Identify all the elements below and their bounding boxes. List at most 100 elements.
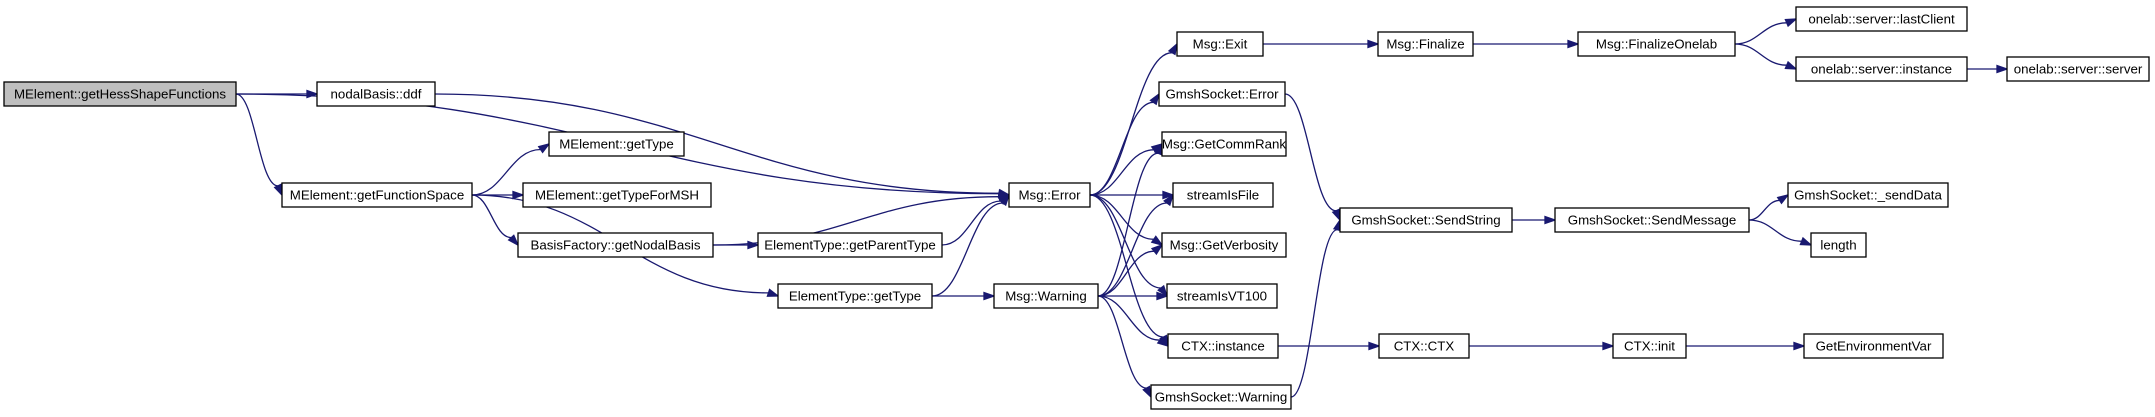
edge-getParentType-to-msgError xyxy=(941,193,1011,246)
edge-msgWarning-to-streamIsFile xyxy=(1097,193,1175,297)
node-label: Msg::Warning xyxy=(1005,289,1087,304)
node-sendData[interactable]: GmshSocket::_sendData xyxy=(1787,182,1949,208)
arrowhead-icon xyxy=(1167,42,1178,56)
edge-msgError-to-streamIsVT100 xyxy=(1089,194,1169,298)
node-getNodalBasis[interactable]: BasisFactory::getNodalBasis xyxy=(517,232,714,258)
node-label: MElement::getFunctionSpace xyxy=(290,188,464,203)
arrowhead-icon xyxy=(1996,64,2009,74)
node-ctxInstance[interactable]: CTX::instance xyxy=(1167,333,1279,359)
edge-line xyxy=(1734,43,1787,66)
node-length[interactable]: length xyxy=(1810,232,1867,258)
arrowhead-icon xyxy=(507,234,520,247)
node-box xyxy=(1795,56,1968,82)
arrowhead-icon xyxy=(1162,190,1175,200)
node-getVerbosity[interactable]: Msg::GetVerbosity xyxy=(1161,232,1287,258)
node-box xyxy=(1161,131,1287,157)
node-serverInstance[interactable]: onelab::server::instance xyxy=(1795,56,1968,82)
edge-msgWarning-to-streamIsVT100 xyxy=(1098,291,1169,301)
node-msgFinalize[interactable]: Msg::Finalize xyxy=(1377,31,1474,57)
node-label: streamIsFile xyxy=(1187,188,1259,203)
arrowhead-icon xyxy=(1156,291,1169,301)
node-getParentType[interactable]: ElementType::getParentType xyxy=(757,232,943,258)
node-label: length xyxy=(1820,238,1856,253)
node-getFunctionSpace[interactable]: MElement::getFunctionSpace xyxy=(281,182,473,208)
arrowhead-icon xyxy=(1142,385,1152,399)
node-box xyxy=(1339,207,1513,233)
node-ddf[interactable]: nodalBasis::ddf xyxy=(316,81,436,107)
arrowhead-icon xyxy=(1150,243,1164,256)
node-label: ElementType::getType xyxy=(789,289,921,304)
edge-line xyxy=(1089,101,1154,196)
node-gsWarning[interactable]: GmshSocket::Warning xyxy=(1150,384,1292,410)
edge-msgExit-to-msgFinalize xyxy=(1263,39,1380,49)
node-box xyxy=(1377,31,1474,57)
node-box xyxy=(1554,207,1750,233)
node-ctxInit[interactable]: CTX::init xyxy=(1612,333,1687,359)
edge-line xyxy=(1097,202,1168,297)
edge-msgWarning-to-ctxInstance xyxy=(1097,295,1170,348)
node-label: CTX::CTX xyxy=(1394,339,1455,354)
node-box xyxy=(1612,333,1687,359)
edge-msgError-to-streamIsFile xyxy=(1090,190,1175,200)
edge-line xyxy=(1097,295,1160,341)
arrowhead-icon xyxy=(1544,215,1557,225)
node-gsError[interactable]: GmshSocket::Error xyxy=(1158,81,1286,107)
node-getTypeForMSH[interactable]: MElement::getTypeForMSH xyxy=(522,182,712,208)
edge-msgError-to-getCommRank xyxy=(1089,142,1164,196)
node-label: Msg::Error xyxy=(1018,188,1081,203)
arrowhead-icon xyxy=(1784,60,1798,70)
node-box xyxy=(281,182,473,208)
node-finalizeOnelab[interactable]: Msg::FinalizeOnelab xyxy=(1577,31,1736,57)
node-etGetType[interactable]: ElementType::getType xyxy=(777,283,933,309)
node-label: Msg::GetVerbosity xyxy=(1170,238,1279,253)
arrowhead-icon xyxy=(1776,193,1790,205)
node-getHess[interactable]: MElement::getHessShapeFunctions xyxy=(3,81,237,107)
node-label: Msg::GetCommRank xyxy=(1162,137,1286,152)
node-sendMessage[interactable]: GmshSocket::SendMessage xyxy=(1554,207,1750,233)
node-getCommRank[interactable]: Msg::GetCommRank xyxy=(1161,131,1287,157)
node-label: Msg::Finalize xyxy=(1386,37,1464,52)
node-label: ElementType::getParentType xyxy=(764,238,935,253)
node-streamIsVT100[interactable]: streamIsVT100 xyxy=(1166,283,1278,309)
node-streamIsFile[interactable]: streamIsFile xyxy=(1172,182,1274,208)
node-label: GmshSocket::SendString xyxy=(1351,213,1500,228)
node-box xyxy=(1161,232,1287,258)
node-box xyxy=(1810,232,1867,258)
node-msgExit[interactable]: Msg::Exit xyxy=(1176,31,1264,57)
node-label: Msg::FinalizeOnelab xyxy=(1596,37,1717,52)
arrowhead-icon xyxy=(1602,341,1615,351)
edge-line xyxy=(235,93,279,187)
node-label: GetEnvironmentVar xyxy=(1816,339,1932,354)
edge-line xyxy=(1089,194,1154,240)
node-box xyxy=(1158,81,1286,107)
edge-getFunctionSpace-to-getType xyxy=(471,142,551,196)
node-layer: MElement::getHessShapeFunctions nodalBasi… xyxy=(3,6,2150,410)
edge-gsWarning-to-sendString xyxy=(1290,218,1342,398)
node-box xyxy=(1577,31,1736,57)
edge-line xyxy=(1097,152,1159,297)
node-ctxCtx[interactable]: CTX::CTX xyxy=(1378,333,1470,359)
node-label: GmshSocket::Warning xyxy=(1155,390,1288,405)
edge-etGetType-to-msgWarning xyxy=(932,291,996,301)
node-getType[interactable]: MElement::getType xyxy=(548,131,685,157)
node-box xyxy=(316,81,436,107)
node-msgError[interactable]: Msg::Error xyxy=(1008,182,1091,208)
edge-line xyxy=(1089,194,1161,289)
node-getEnvVar[interactable]: GetEnvironmentVar xyxy=(1803,333,1944,359)
edge-line xyxy=(1748,219,1802,242)
edge-msgFinalize-to-finalizeOnelab xyxy=(1473,39,1580,49)
node-serverServer[interactable]: onelab::server::server xyxy=(2006,56,2150,82)
node-label: MElement::getTypeForMSH xyxy=(535,188,699,203)
edge-line xyxy=(1089,52,1173,196)
node-msgWarning[interactable]: Msg::Warning xyxy=(993,283,1099,309)
edge-sendMessage-to-sendData xyxy=(1748,193,1790,221)
edge-gsError-to-sendString xyxy=(1284,93,1341,222)
node-sendString[interactable]: GmshSocket::SendString xyxy=(1339,207,1513,233)
edge-line xyxy=(931,202,1003,297)
edge-msgError-to-getVerbosity xyxy=(1089,194,1164,247)
node-lastClient[interactable]: onelab::server::lastClient xyxy=(1795,6,1968,32)
edge-ctxCtx-to-ctxInit xyxy=(1469,341,1615,351)
arrowhead-icon xyxy=(1784,18,1798,28)
arrowhead-icon xyxy=(766,288,780,297)
